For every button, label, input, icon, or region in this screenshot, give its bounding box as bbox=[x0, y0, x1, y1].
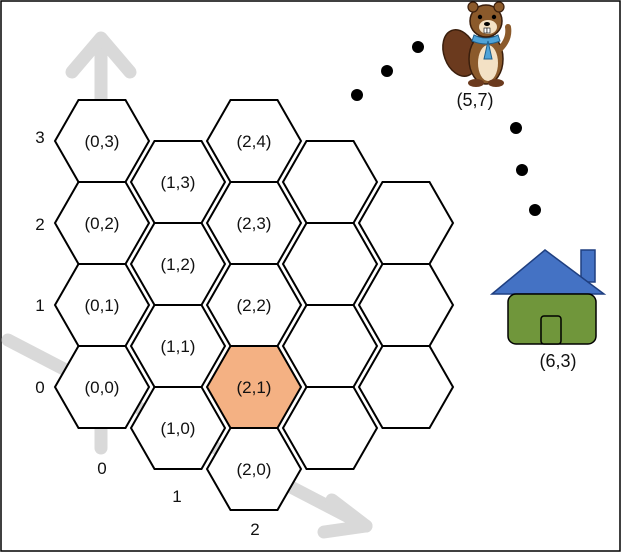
house-coordinate-label: (6,3) bbox=[539, 351, 576, 371]
hex-cell bbox=[281, 386, 379, 470]
path-dot bbox=[412, 41, 424, 53]
path-dot bbox=[529, 204, 541, 216]
v-tick-0: 0 bbox=[35, 378, 44, 397]
hex-cell-label: (1,0) bbox=[161, 419, 196, 438]
d-tick-1: 1 bbox=[172, 487, 181, 506]
v-tick-3: 3 bbox=[35, 128, 44, 147]
hex-cell-label: (2,0) bbox=[237, 460, 272, 479]
hex-cell bbox=[281, 222, 379, 306]
hex-cell bbox=[53, 99, 151, 183]
hex-cell-label: (0,3) bbox=[85, 132, 120, 151]
beaver-coordinate-label: (5,7) bbox=[456, 90, 493, 110]
hex-cell-label: (1,3) bbox=[161, 173, 196, 192]
hex-cell-label: (1,1) bbox=[161, 337, 196, 356]
beaver-icon bbox=[442, 1, 512, 87]
path-dots bbox=[351, 41, 541, 216]
vertical-axis-ticks: 0 1 2 3 bbox=[35, 128, 44, 397]
hex-cell-label: (2,1) bbox=[237, 378, 272, 397]
hex-cells: (0,0) (0,1) (0,2) (0,3) (1,0) (1,1) (1,2) (1,3)… bbox=[53, 99, 455, 511]
d-tick-0: 0 bbox=[97, 459, 106, 478]
hex-cell-label: (0,0) bbox=[85, 378, 120, 397]
hex-cell bbox=[357, 263, 455, 347]
hex-cell bbox=[357, 181, 455, 265]
house-icon bbox=[489, 249, 607, 345]
v-tick-2: 2 bbox=[35, 215, 44, 234]
hex-cell-label: (2,2) bbox=[237, 296, 272, 315]
path-dot bbox=[510, 122, 522, 134]
path-dot bbox=[351, 89, 363, 101]
hex-cell-label: (0,2) bbox=[85, 214, 120, 233]
path-dot bbox=[381, 65, 393, 77]
hex-cell bbox=[281, 140, 379, 224]
hex-cell bbox=[281, 304, 379, 388]
d-tick-2: 2 bbox=[250, 520, 259, 539]
hex-cell-label: (2,4) bbox=[237, 132, 272, 151]
hex-cell bbox=[129, 140, 227, 224]
hex-cell-label: (0,1) bbox=[85, 296, 120, 315]
hex-cell bbox=[357, 345, 455, 429]
diagonal-axis-ticks: 0 1 2 bbox=[97, 459, 259, 539]
hex-cell bbox=[205, 99, 303, 183]
hex-cell-label: (2,3) bbox=[237, 214, 272, 233]
hex-cell-label: (1,2) bbox=[161, 255, 196, 274]
v-tick-1: 1 bbox=[35, 296, 44, 315]
path-dot bbox=[516, 164, 528, 176]
